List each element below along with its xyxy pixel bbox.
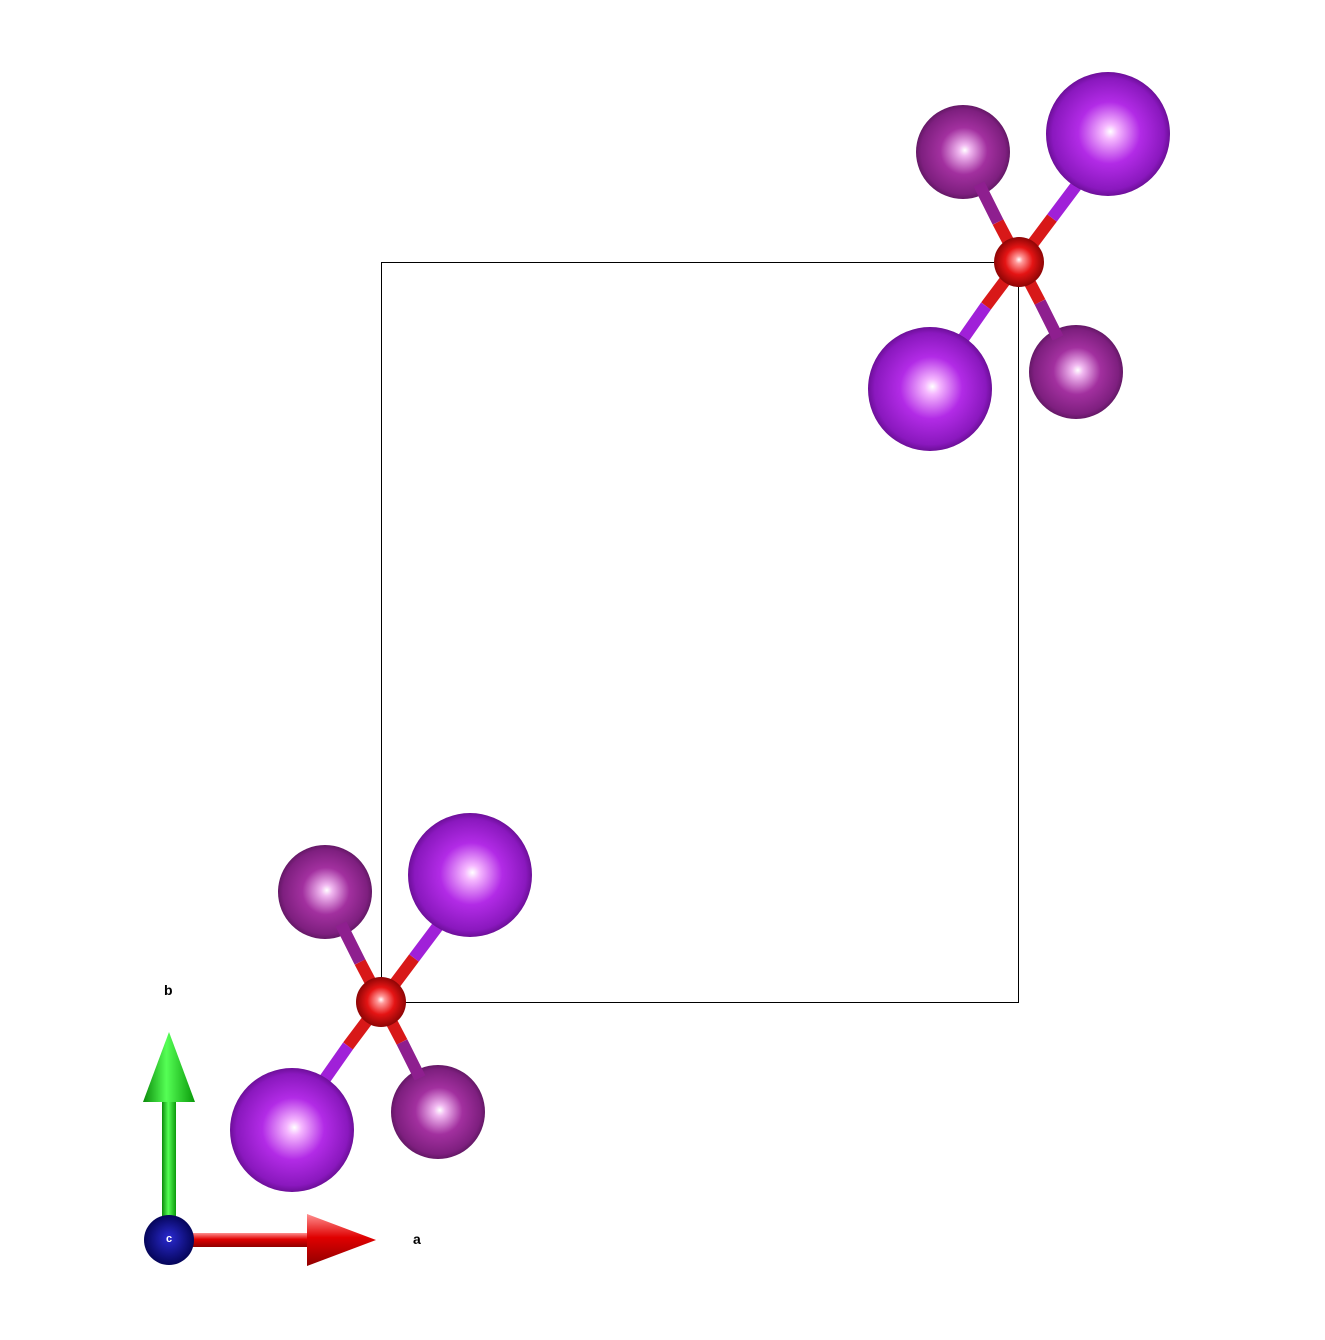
ligand-atom bbox=[1046, 72, 1170, 196]
ligand-atom bbox=[391, 1065, 485, 1159]
ligand-atom bbox=[1029, 325, 1123, 419]
axis-b-arrow bbox=[143, 1032, 195, 1240]
axis-b-label: b bbox=[164, 982, 173, 998]
unit-cell-outline bbox=[381, 262, 1019, 1003]
ligand-atom bbox=[278, 845, 372, 939]
molecule-top-right bbox=[868, 72, 1170, 451]
axis-c-dot bbox=[144, 1215, 194, 1265]
molecule-bottom-left bbox=[230, 813, 532, 1192]
ligand-atom bbox=[916, 105, 1010, 199]
axis-a-label: a bbox=[413, 1231, 421, 1247]
ligand-atom bbox=[230, 1068, 354, 1192]
center-atom bbox=[994, 237, 1044, 287]
center-atom bbox=[356, 977, 406, 1027]
axis-c-label: c bbox=[166, 1233, 173, 1245]
ligand-atom bbox=[408, 813, 532, 937]
axis-a-arrow bbox=[170, 1214, 376, 1266]
ligand-atom bbox=[868, 327, 992, 451]
axis-triad bbox=[143, 1032, 376, 1266]
